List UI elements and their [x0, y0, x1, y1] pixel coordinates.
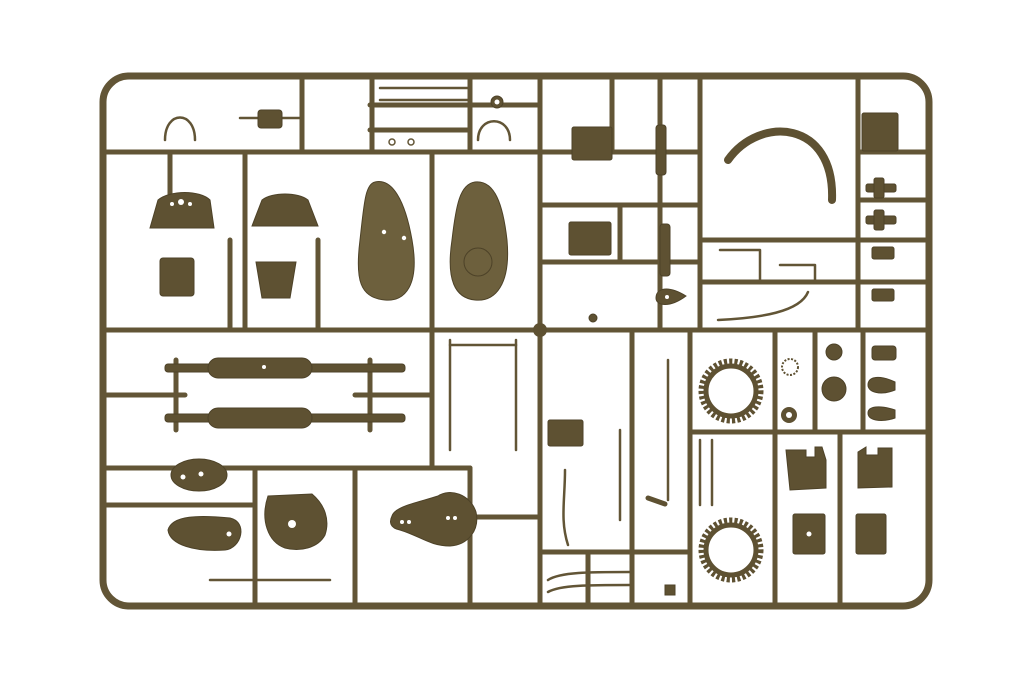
engine-cover-lower — [167, 515, 242, 551]
exhaust-muffler-upper — [164, 357, 406, 379]
sprocket-large-top — [698, 358, 764, 424]
teardrop-bracket — [655, 288, 687, 305]
battery-box — [571, 126, 613, 161]
engine-cover-upper — [170, 458, 228, 492]
exhaust-muffler-lower — [164, 407, 406, 429]
headlamp-disc-small — [825, 343, 843, 361]
cylinder-head-right — [251, 193, 319, 227]
carburetor-bottom — [865, 209, 897, 231]
toolbox — [568, 221, 612, 256]
crankcase-half-right — [857, 446, 893, 489]
sprocket-small-solid — [781, 407, 797, 423]
small-nut — [588, 313, 598, 323]
chain-case-cover — [390, 492, 478, 547]
gearbox-housing — [264, 493, 328, 550]
cylinder-barrel-right — [255, 261, 297, 299]
filter-upper — [871, 246, 895, 260]
ring — [407, 138, 415, 146]
sprocket-small-open — [781, 358, 799, 376]
side-panel-upper — [655, 124, 667, 176]
fuel-tank-half-left — [357, 181, 415, 301]
fitting-block — [257, 109, 283, 129]
teardrop-part-upper — [867, 377, 896, 394]
filter-lower — [871, 288, 895, 302]
headlamp-housing — [861, 112, 899, 152]
battery — [547, 419, 584, 447]
sprue-frame — [99, 72, 933, 610]
fuel-tank-half-right — [449, 181, 509, 301]
cover-plate-right — [855, 513, 887, 555]
teardrop-part-lower — [867, 406, 896, 421]
crankcase-half-left — [785, 446, 827, 491]
small-bracket — [664, 584, 676, 596]
side-panel-lower — [659, 223, 671, 277]
handlebar-arc — [724, 127, 837, 204]
kickstart-lever — [645, 495, 668, 507]
runners — [100, 73, 932, 609]
ring — [388, 138, 396, 146]
sprue-marking-boss — [533, 323, 547, 337]
cylinder-head-left — [149, 192, 215, 229]
cylinder-barrel-left — [159, 257, 195, 297]
bracket-small — [871, 345, 897, 361]
sprocket-large-bottom — [698, 517, 764, 583]
headlamp-disc-large — [821, 376, 847, 402]
carburetor-top — [865, 177, 897, 199]
cover-plate-left — [792, 513, 826, 555]
